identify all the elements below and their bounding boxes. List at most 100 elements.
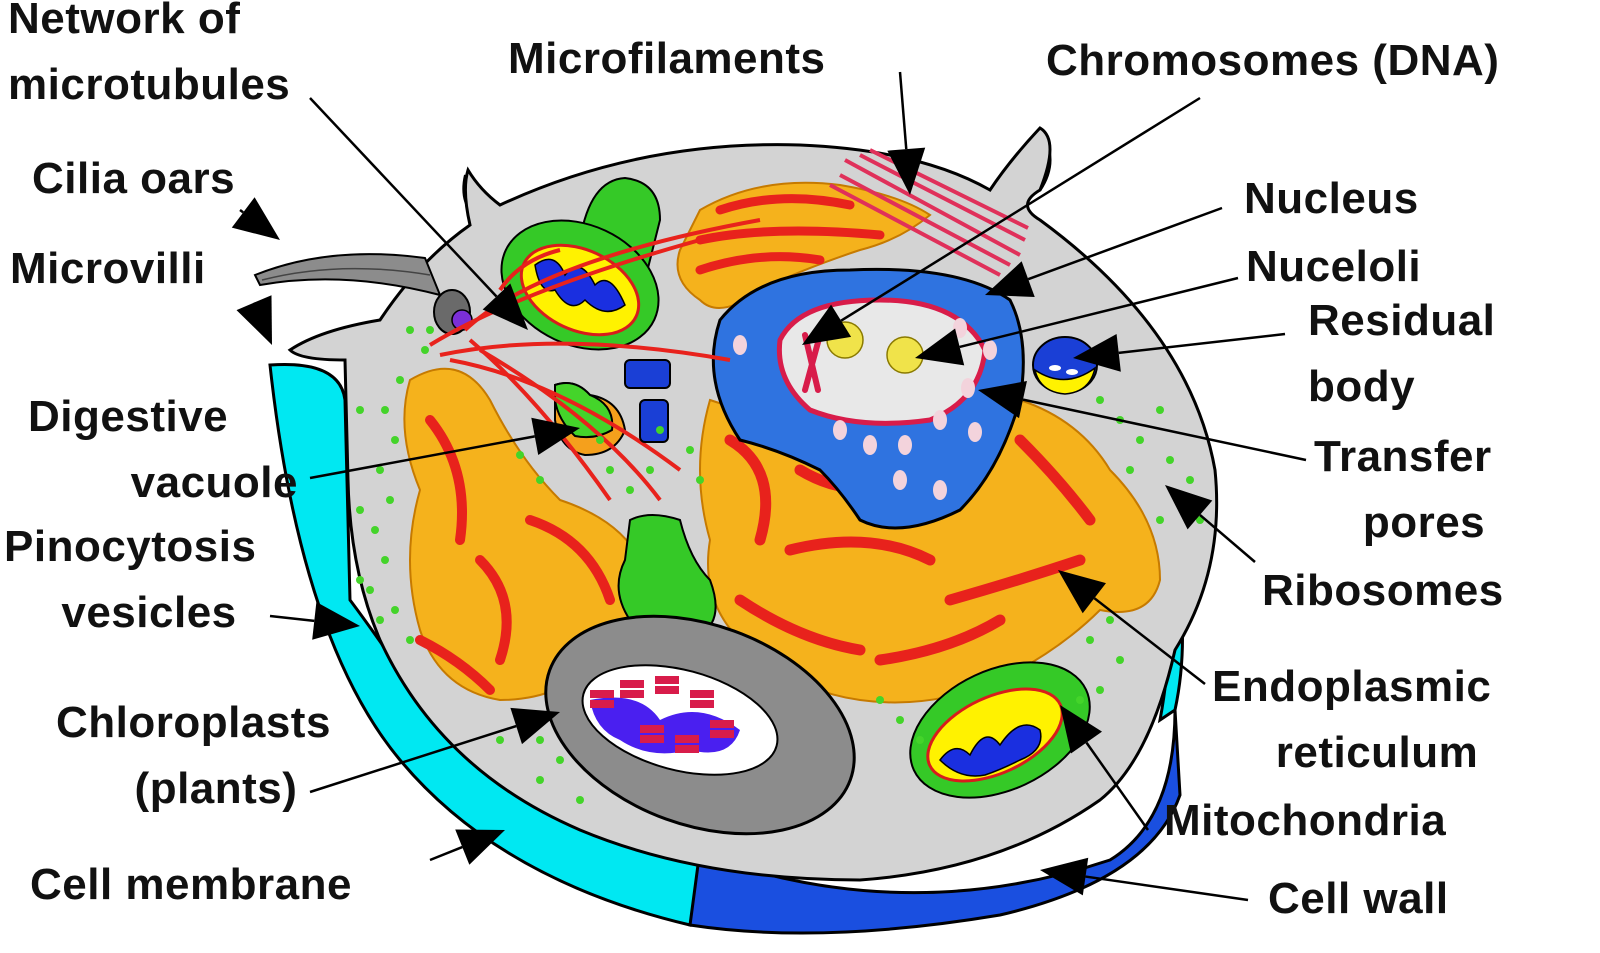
ribosome-dot xyxy=(356,576,364,584)
arrowhead-chromosomes xyxy=(802,304,852,345)
ribosome-dot xyxy=(696,476,704,484)
ribosome-dot xyxy=(1086,636,1094,644)
ribosome-dot xyxy=(366,586,374,594)
label-residual-body: Residual body xyxy=(1308,296,1496,411)
ribosome-dot xyxy=(406,326,414,334)
ribosomes xyxy=(356,326,1204,804)
ribosome-dot xyxy=(686,446,694,454)
arrowhead-transfer-pores xyxy=(978,381,1027,419)
label-nucleoli: Nuceloli xyxy=(1246,242,1422,291)
ribosome-dot xyxy=(1166,456,1174,464)
ribosome-dot xyxy=(556,756,564,764)
leader-line-nucleoli xyxy=(959,276,1239,349)
arrowhead-cilia xyxy=(231,197,280,240)
arrowhead-digestive-vacuole xyxy=(531,417,580,456)
ribosome-dot xyxy=(536,776,544,784)
arrowhead-pinocytosis xyxy=(312,602,360,640)
label-digestive-vacuole: Digestive vacuole xyxy=(28,392,298,507)
ribosome-dot xyxy=(386,496,394,504)
leader-line-cell-membrane xyxy=(429,845,463,862)
ribosome-dot xyxy=(516,451,524,459)
label-pinocytosis-vesicles: Pinocytosis vesicles xyxy=(4,522,257,637)
leader-line-nucleus xyxy=(1027,206,1223,281)
ribosome-dot xyxy=(656,426,664,434)
label-cilia-oars: Cilia oars xyxy=(32,154,236,203)
leader-lines xyxy=(231,71,1307,902)
leader-line-residual-body xyxy=(1118,332,1286,355)
leader-line-chloroplasts xyxy=(309,724,517,794)
label-mitochondria: Mitochondria xyxy=(1164,796,1447,845)
ribosome-dot xyxy=(496,736,504,744)
leader-line-mitochondria xyxy=(1085,741,1150,831)
arrowhead-endoplasmic-reticulum xyxy=(1058,570,1106,614)
ribosome-dot xyxy=(1156,516,1164,524)
ribosome-dot xyxy=(876,696,884,704)
label-transfer-pores: Transfer pores xyxy=(1314,432,1492,547)
leader-line-pinocytosis xyxy=(269,614,315,623)
ribosome-dot xyxy=(606,466,614,474)
arrowhead-cell-membrane xyxy=(455,829,505,865)
chromosome xyxy=(802,332,823,393)
leader-line-endoplasmic-reticulum xyxy=(1093,597,1206,685)
ribosome-dot xyxy=(1156,406,1164,414)
arrowhead-microtubules xyxy=(482,283,528,330)
arrowhead-cell-wall xyxy=(1040,857,1089,896)
label-network-of-microtubules: Network of microtubules xyxy=(8,0,291,109)
chloroplast xyxy=(544,614,856,836)
ribosome-dot xyxy=(536,736,544,744)
ribosome-dot xyxy=(356,506,364,514)
ribosome-dot xyxy=(1116,656,1124,664)
ribosome-dot xyxy=(391,606,399,614)
ribosome-dot xyxy=(376,616,384,624)
leader-line-cell-wall xyxy=(1085,875,1249,902)
label-endoplasmic-reticulum: Endoplasmic reticulum xyxy=(1212,662,1492,777)
leader-line-microfilaments xyxy=(898,71,908,150)
ribosome-dot xyxy=(576,796,584,804)
ribosome-dot xyxy=(916,736,924,744)
ribosome-dot xyxy=(381,556,389,564)
leader-line-microtubules xyxy=(309,97,498,298)
ribosome-dot xyxy=(426,326,434,334)
arrowhead-microfilaments xyxy=(887,147,926,195)
arrowhead-microvilli xyxy=(236,295,272,345)
ribosome-dot xyxy=(596,436,604,444)
ribosome-dot xyxy=(896,716,904,724)
ribosome-dot xyxy=(1106,616,1114,624)
ribosome-dot xyxy=(381,406,389,414)
ribosome-dot xyxy=(646,466,654,474)
mitochondrion-bottom xyxy=(909,661,1091,799)
ribosome-dot xyxy=(1136,436,1144,444)
transfer-pores xyxy=(733,318,997,500)
ribosome-dot xyxy=(376,466,384,474)
ribosome-dot xyxy=(1186,476,1194,484)
label-chloroplasts: Chloroplasts (plants) xyxy=(56,698,331,813)
ribosome-dot xyxy=(1076,696,1084,704)
label-cell-wall: Cell wall xyxy=(1268,874,1449,923)
label-microvilli: Microvilli xyxy=(10,244,206,293)
label-cell-membrane: Cell membrane xyxy=(30,860,352,909)
ribosome-dot xyxy=(1096,396,1104,404)
ribosome-dot xyxy=(1096,686,1104,694)
arrowhead-residual-body xyxy=(1073,333,1121,372)
ribosome-dot xyxy=(536,476,544,484)
leader-line-ribosomes xyxy=(1199,513,1256,563)
leader-line-chromosomes xyxy=(840,96,1201,322)
label-nucleus: Nucleus xyxy=(1244,174,1419,223)
endoplasmic-reticulum xyxy=(403,181,1162,704)
arrowhead-chloroplasts xyxy=(510,707,560,745)
leader-line-digestive-vacuole xyxy=(309,435,535,480)
ribosome-dot xyxy=(396,376,404,384)
arrowhead-nucleoli xyxy=(915,328,965,366)
label-microfilaments: Microfilaments xyxy=(508,34,826,83)
residual-body xyxy=(1032,336,1098,395)
microtubule-network xyxy=(428,218,761,502)
ribosome-dot xyxy=(391,436,399,444)
ribosome-dot xyxy=(406,636,414,644)
arrowhead-mitochondria xyxy=(1060,705,1103,754)
ribosome-dot xyxy=(1126,466,1134,474)
cilia xyxy=(253,253,473,335)
label-chromosomes: Chromosomes (DNA) xyxy=(1046,36,1500,85)
label-ribosomes: Ribosomes xyxy=(1262,566,1504,615)
ribosome-dot xyxy=(421,346,429,354)
